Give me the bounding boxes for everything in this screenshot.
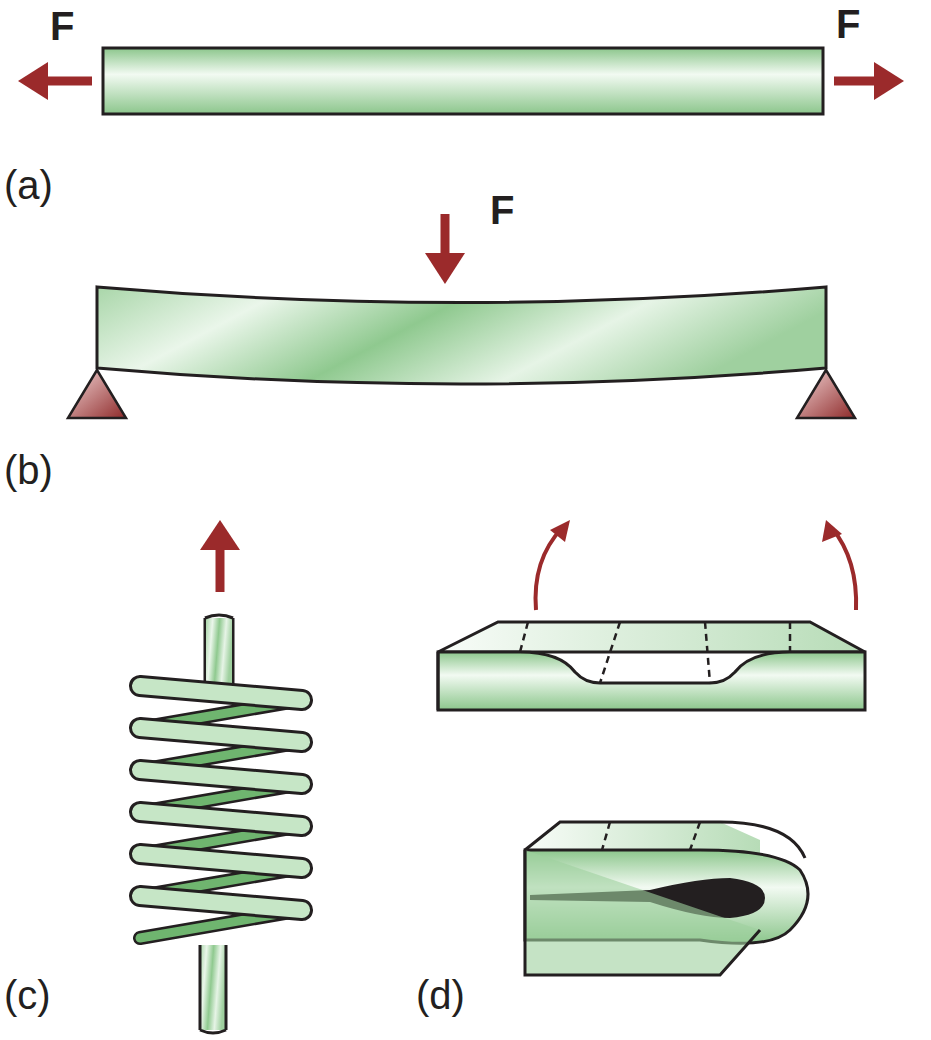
folded-hinge bbox=[525, 822, 808, 975]
tension-bar bbox=[18, 48, 904, 114]
coil-spring bbox=[140, 520, 302, 1033]
panel-label: (c) bbox=[4, 975, 51, 1015]
hinge-strip bbox=[438, 520, 865, 710]
force-label: F bbox=[50, 6, 74, 46]
force-label: F bbox=[836, 4, 860, 44]
panel-label: (d) bbox=[416, 975, 465, 1015]
force-label: F bbox=[490, 190, 514, 230]
panel-label: (a) bbox=[4, 165, 53, 205]
panel-label: (b) bbox=[4, 450, 53, 490]
bending-beam bbox=[68, 214, 855, 418]
